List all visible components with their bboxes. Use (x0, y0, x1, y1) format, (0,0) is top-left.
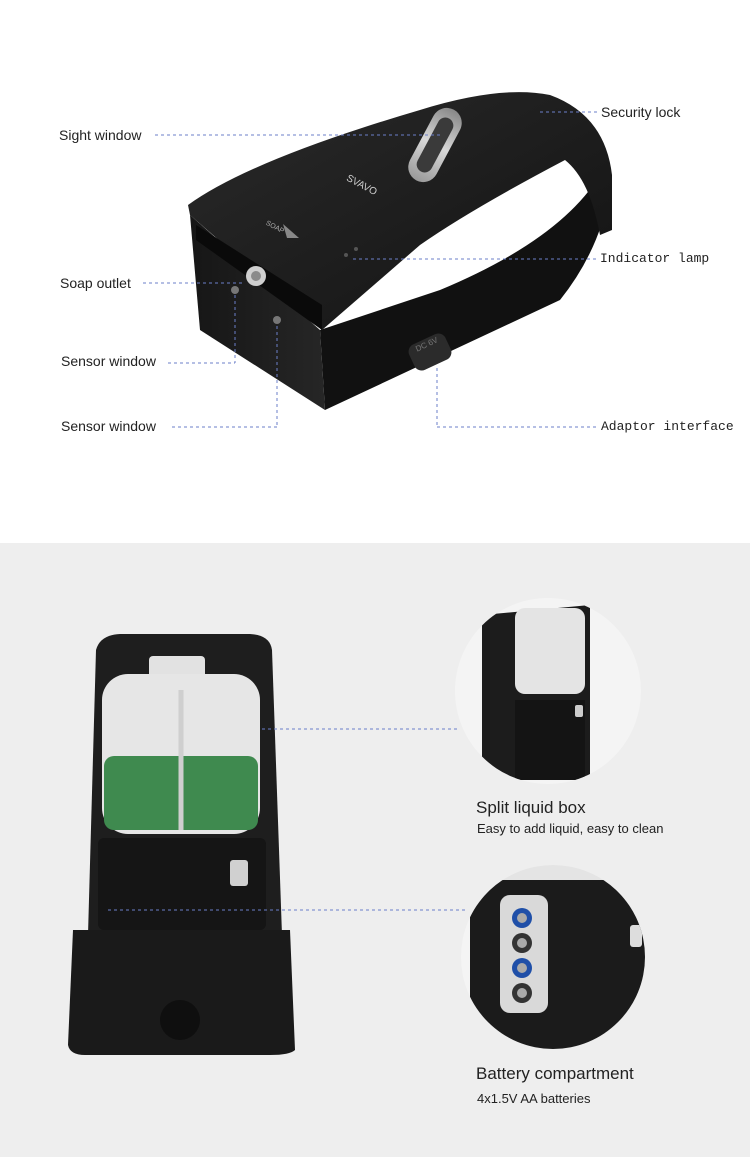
leader-lines (143, 111, 600, 428)
inner-panel (98, 838, 266, 930)
feature-title-liquid-box: Split liquid box (476, 798, 586, 817)
device-front-face (190, 215, 325, 410)
callout-adaptor-interface: Adaptor interface (601, 419, 734, 434)
callout-sensor-window-1: Sensor window (61, 353, 156, 369)
bottle-neck (149, 656, 205, 678)
callout-soap-outlet: Soap outlet (60, 275, 131, 291)
dispenser-exterior-illustration (143, 92, 612, 428)
feature-subtitle-battery: 4x1.5V AA batteries (477, 1091, 591, 1106)
battery-holder (500, 895, 548, 1013)
lock-keyhole (160, 1000, 200, 1040)
callout-security-lock: Security lock (601, 104, 681, 120)
front-lid (68, 930, 295, 1055)
indicator-lamp (344, 253, 348, 257)
device-top-cover (188, 92, 612, 330)
callout-indicator-lamp: Indicator lamp (600, 251, 710, 266)
feature-subtitle-liquid-box: Easy to add liquid, easy to clean (477, 821, 664, 836)
sensor-window-1 (231, 286, 239, 294)
device-side-face (320, 175, 610, 410)
switch-icon (230, 860, 248, 886)
feature-title-battery: Battery compartment (476, 1064, 634, 1083)
soap-drop-icon (283, 224, 299, 238)
callout-sensor-window-2: Sensor window (61, 418, 156, 434)
sensor-window-2 (273, 316, 281, 324)
adaptor-port (408, 333, 452, 371)
sight-window (408, 107, 462, 183)
callout-sight-window: Sight window (59, 127, 142, 143)
